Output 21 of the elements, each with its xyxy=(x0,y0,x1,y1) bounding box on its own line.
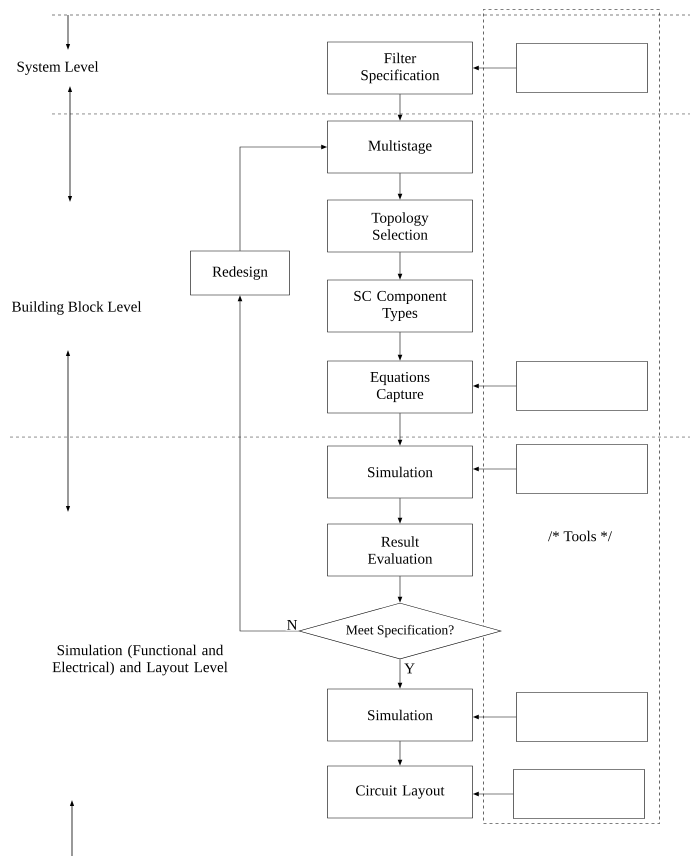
level-label: Building Block Level xyxy=(12,301,142,315)
process-box: Multistage xyxy=(327,120,473,174)
edge-label: Y xyxy=(403,662,416,674)
process-box: Simulation xyxy=(327,446,473,498)
process-box: Filter Specification xyxy=(327,42,473,94)
level-label: System Level xyxy=(18,61,98,75)
tools-frame: /* Tools */ xyxy=(483,9,660,824)
tool-box xyxy=(516,361,648,411)
process-box: SC Component Types xyxy=(327,280,473,332)
edge-label: N xyxy=(286,618,298,631)
process-box: Simulation xyxy=(327,688,473,742)
process-box: Topology Selection xyxy=(327,200,473,252)
process-box: Circuit Layout xyxy=(327,766,473,818)
tool-box xyxy=(513,769,645,819)
tool-box xyxy=(516,444,648,494)
tool-box xyxy=(516,692,648,742)
level-label: Simulation (Functional and Electrical) and Layout Level xyxy=(52,644,228,676)
process-box: Redesign xyxy=(190,250,290,296)
process-box: Equations Capture xyxy=(327,360,473,414)
tool-box xyxy=(516,43,648,93)
process-box: Result Evaluation xyxy=(327,524,473,576)
